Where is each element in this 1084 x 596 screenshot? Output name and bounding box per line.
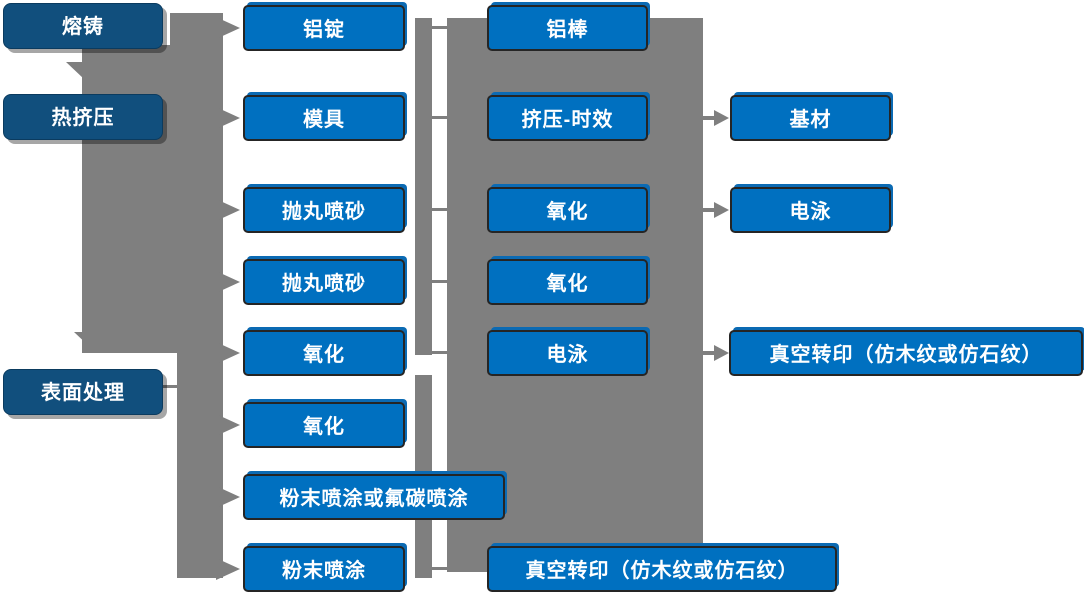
arrow-to-mold-icon [216, 107, 240, 129]
node-oxidation-1: 氧化 [243, 330, 405, 376]
node-aluminum-rod: 铝棒 [487, 5, 648, 51]
connector-band-upper [415, 18, 432, 355]
connector-tick-row3 [432, 208, 447, 211]
node-oxidation-4: 氧化 [487, 259, 648, 305]
node-surface-treatment: 表面处理 [3, 369, 163, 415]
arrow-to-shot-blasting-1-icon [216, 199, 240, 221]
connector-trunk-main [82, 45, 223, 353]
arrow-to-base-material-icon [714, 110, 729, 126]
node-shot-blasting-1: 抛丸喷砂 [243, 187, 405, 233]
node-extrusion-aging: 挤压-时效 [487, 95, 648, 141]
node-powder-coating: 粉末喷涂 [243, 546, 405, 592]
arrow-to-powder-coating-icon [216, 558, 240, 580]
connector-stem-to-electrophoresis [703, 208, 715, 212]
node-vacuum-transfer-bottom: 真空转印（仿木纹或仿石纹） [487, 546, 837, 592]
node-aluminum-ingot: 铝锭 [243, 5, 405, 51]
connector-tick-row8 [432, 567, 447, 570]
arrow-to-oxidation-1-icon [216, 342, 240, 364]
node-powder-or-fluorocarbon-coating: 粉末喷涂或氟碳喷涂 [243, 474, 505, 520]
node-electrophoresis-1: 电泳 [487, 330, 648, 376]
connector-trunk-top [170, 13, 223, 45]
node-electrophoresis-2: 电泳 [730, 187, 891, 233]
arrow-to-electrophoresis-icon [714, 202, 729, 218]
connector-surface-treatment-link [163, 385, 180, 388]
node-hot-extrusion: 热挤压 [3, 94, 163, 140]
connector-tick-row1 [432, 26, 447, 29]
connector-tick-row4 [432, 280, 447, 283]
arrow-to-shot-blasting-2-icon [216, 271, 240, 293]
arrow-to-vacuum-transfer-icon [714, 345, 729, 361]
node-oxidation-3: 氧化 [487, 187, 648, 233]
arrow-to-powder-fluorocarbon-icon [216, 486, 240, 508]
arrow-to-aluminum-ingot-icon [216, 17, 240, 39]
connector-tick-row2 [432, 116, 447, 119]
node-shot-blasting-2: 抛丸喷砂 [243, 259, 405, 305]
connector-trunk-lower [177, 353, 223, 578]
arrow-down-to-hot-extrusion-icon [66, 62, 102, 79]
connector-stem-to-vacuum-transfer [703, 351, 715, 355]
node-oxidation-2: 氧化 [243, 402, 405, 448]
node-vacuum-transfer-right: 真空转印（仿木纹或仿石纹） [729, 330, 1083, 376]
connector-tick-row5 [432, 351, 447, 354]
arrow-down-to-surface-treatment-icon [74, 332, 110, 349]
connector-stem-to-base-material [703, 116, 715, 120]
arrow-to-oxidation-2-icon [216, 414, 240, 436]
node-base-material: 基材 [730, 95, 891, 141]
node-mold: 模具 [243, 95, 405, 141]
node-melting: 熔铸 [3, 3, 163, 49]
